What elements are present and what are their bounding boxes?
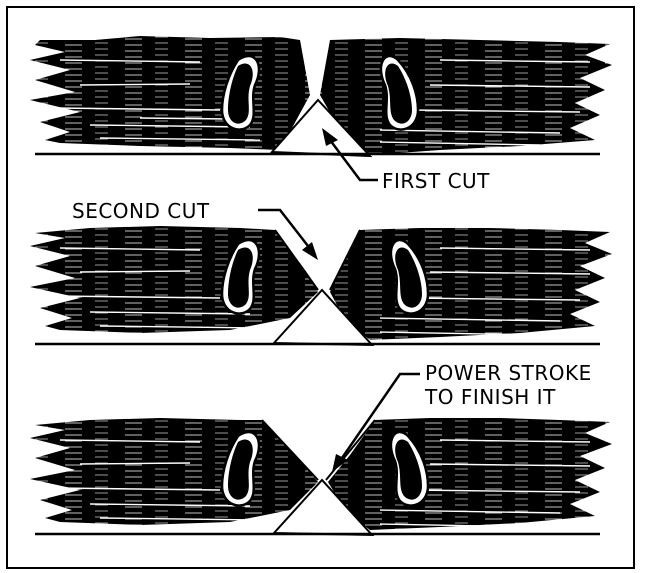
log-body-right	[330, 228, 612, 340]
log-body-left	[30, 226, 318, 333]
log-body-right	[328, 418, 612, 530]
log-panel-power-stroke	[30, 418, 612, 535]
log-body-left	[30, 36, 310, 150]
power-stroke-label-line2: TO FINISH IT	[424, 385, 556, 409]
log-panel-first-cut	[30, 36, 612, 156]
first-cut-label: FIRST CUT	[382, 169, 490, 193]
log-body-right	[320, 38, 612, 155]
second-cut-label: SECOND CUT	[72, 199, 210, 223]
power-stroke-label-line1: POWER STROKE	[425, 361, 592, 385]
log-panel-second-cut	[30, 226, 612, 345]
